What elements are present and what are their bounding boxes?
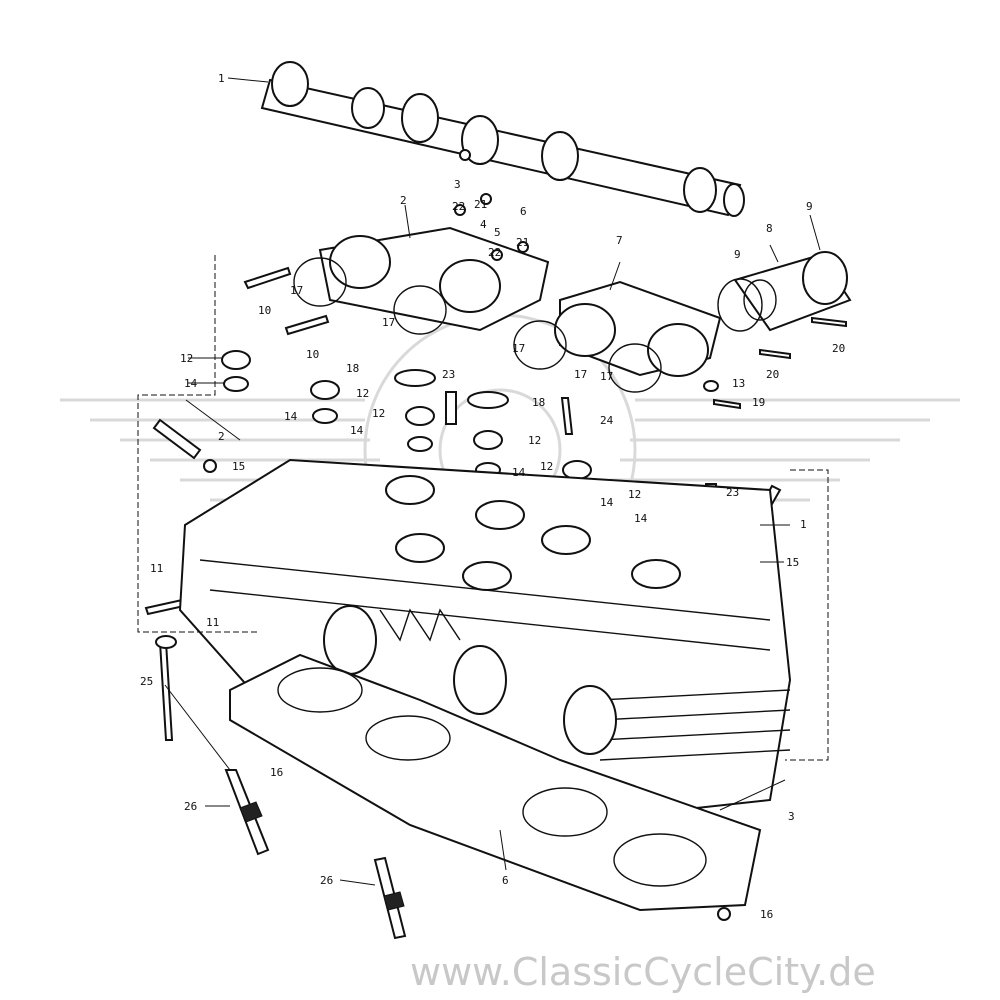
cam-holder-left (293, 226, 550, 335)
callout-4: 7 (616, 234, 623, 247)
callout-12c: 12 (372, 407, 385, 420)
callout-10b: 10 (306, 348, 319, 361)
callout-7: 1 (218, 72, 225, 85)
callout-14a: 14 (184, 377, 198, 390)
callout-17b: 17 (382, 316, 395, 329)
callout-21d: 21 (516, 236, 529, 249)
callout-20a: 20 (766, 368, 779, 381)
callout-19: 19 (752, 396, 765, 409)
cylinder-head (178, 458, 792, 814)
callout-14f: 14 (634, 512, 648, 525)
callout-8: 8 (766, 222, 773, 235)
callout-11a: 11 (150, 562, 163, 575)
callout-2: 2 (218, 430, 225, 443)
callout-6: 6 (502, 874, 509, 887)
callout-5: 2 (400, 194, 407, 207)
callout-17e: 17 (600, 370, 613, 383)
callout-9a: 9 (806, 200, 813, 213)
tachometer-gear-housing (717, 251, 852, 332)
cam-holder-right (513, 280, 722, 393)
callout-17c: 17 (512, 342, 525, 355)
callout-9b: 9 (734, 248, 741, 261)
callout-22a: 3 (454, 178, 461, 191)
callout-21a: 4 (480, 218, 487, 231)
callout-12d: 12 (528, 434, 541, 447)
callout-12f: 12 (628, 488, 641, 501)
callout-21c: 21 (474, 198, 487, 211)
callout-20b: 20 (832, 342, 845, 355)
callout-17d: 17 (574, 368, 587, 381)
camshaft (260, 61, 745, 217)
extra-callouts: 2 3 6 1 (218, 430, 807, 887)
callout-17a: 17 (290, 284, 303, 297)
callout-11b: 11 (206, 616, 219, 629)
callout-24: 24 (600, 414, 614, 427)
leader-lines (137, 77, 829, 886)
site-watermark: www.ClassicCycleCity.de (410, 950, 876, 994)
callout-12b: 12 (356, 387, 369, 400)
callout-23a: 23 (442, 368, 455, 381)
callout-labels: 1 2 3 4 5 6 7 8 9 9 10 10 11 11 12 12 12… (140, 72, 845, 921)
callout-25: 25 (140, 675, 153, 688)
callout-14b: 14 (284, 410, 298, 423)
head-gasket (229, 653, 762, 912)
callout-26a: 26 (184, 800, 197, 813)
callout-18b: 18 (532, 396, 545, 409)
spark-plugs (224, 769, 407, 940)
callout-18a: 18 (346, 362, 359, 375)
callout-12a: 12 (180, 352, 193, 365)
callout-16a: 16 (270, 766, 283, 779)
callout-10a: 10 (258, 304, 271, 317)
callout-3: 3 (788, 810, 795, 823)
callout-26b: 26 (320, 874, 333, 887)
callout-16b: 16 (760, 908, 773, 921)
callout-22b: 5 (494, 226, 501, 239)
callout-15a: 15 (232, 460, 245, 473)
callout-22d: 22 (488, 246, 501, 259)
callout-12e: 12 (540, 460, 553, 473)
callout-14c: 14 (350, 424, 364, 437)
callout-21b: 6 (520, 205, 527, 218)
callout-23b: 23 (726, 486, 739, 499)
callout-15b: 15 (786, 556, 799, 569)
callout-14e: 14 (600, 496, 614, 509)
callout-1-vis: 1 (800, 518, 807, 531)
callout-14d: 14 (512, 466, 526, 479)
callout-22c: 22 (452, 200, 465, 213)
callout-13: 13 (732, 377, 745, 390)
